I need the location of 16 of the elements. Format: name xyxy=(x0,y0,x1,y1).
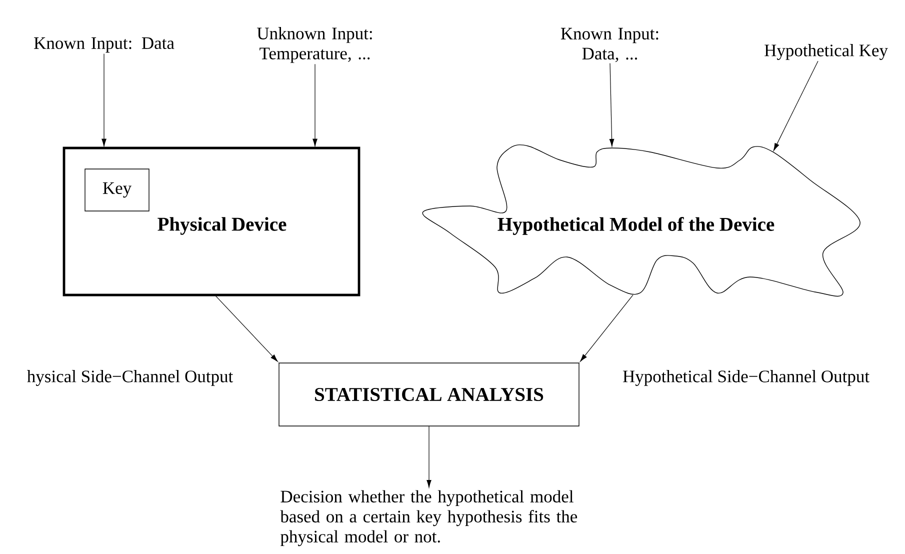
arrow xyxy=(609,62,614,147)
edge-label: hysical Side−Channel Output xyxy=(26,369,234,387)
arrow xyxy=(580,294,634,362)
arrow xyxy=(312,64,318,146)
input-label: Hypothetical Key xyxy=(764,44,888,60)
key-box: Key xyxy=(84,168,150,212)
input-label: Known Input: Data, ... xyxy=(560,28,658,62)
analysis-box: STATISTICAL ANALYSIS xyxy=(278,362,580,426)
arrow xyxy=(426,426,432,488)
arrow xyxy=(773,60,818,151)
input-label: Unknown Input: Temperature, ... xyxy=(257,27,372,63)
arrow xyxy=(214,294,278,362)
arrow xyxy=(102,53,106,146)
input-label: Known Input: Data xyxy=(34,37,174,53)
decision-text: Decision whether the hypothetical model based on a certain key hypothesis fits the physical model or not. xyxy=(280,490,578,546)
edge-label: Hypothetical Side−Channel Output xyxy=(621,369,871,387)
